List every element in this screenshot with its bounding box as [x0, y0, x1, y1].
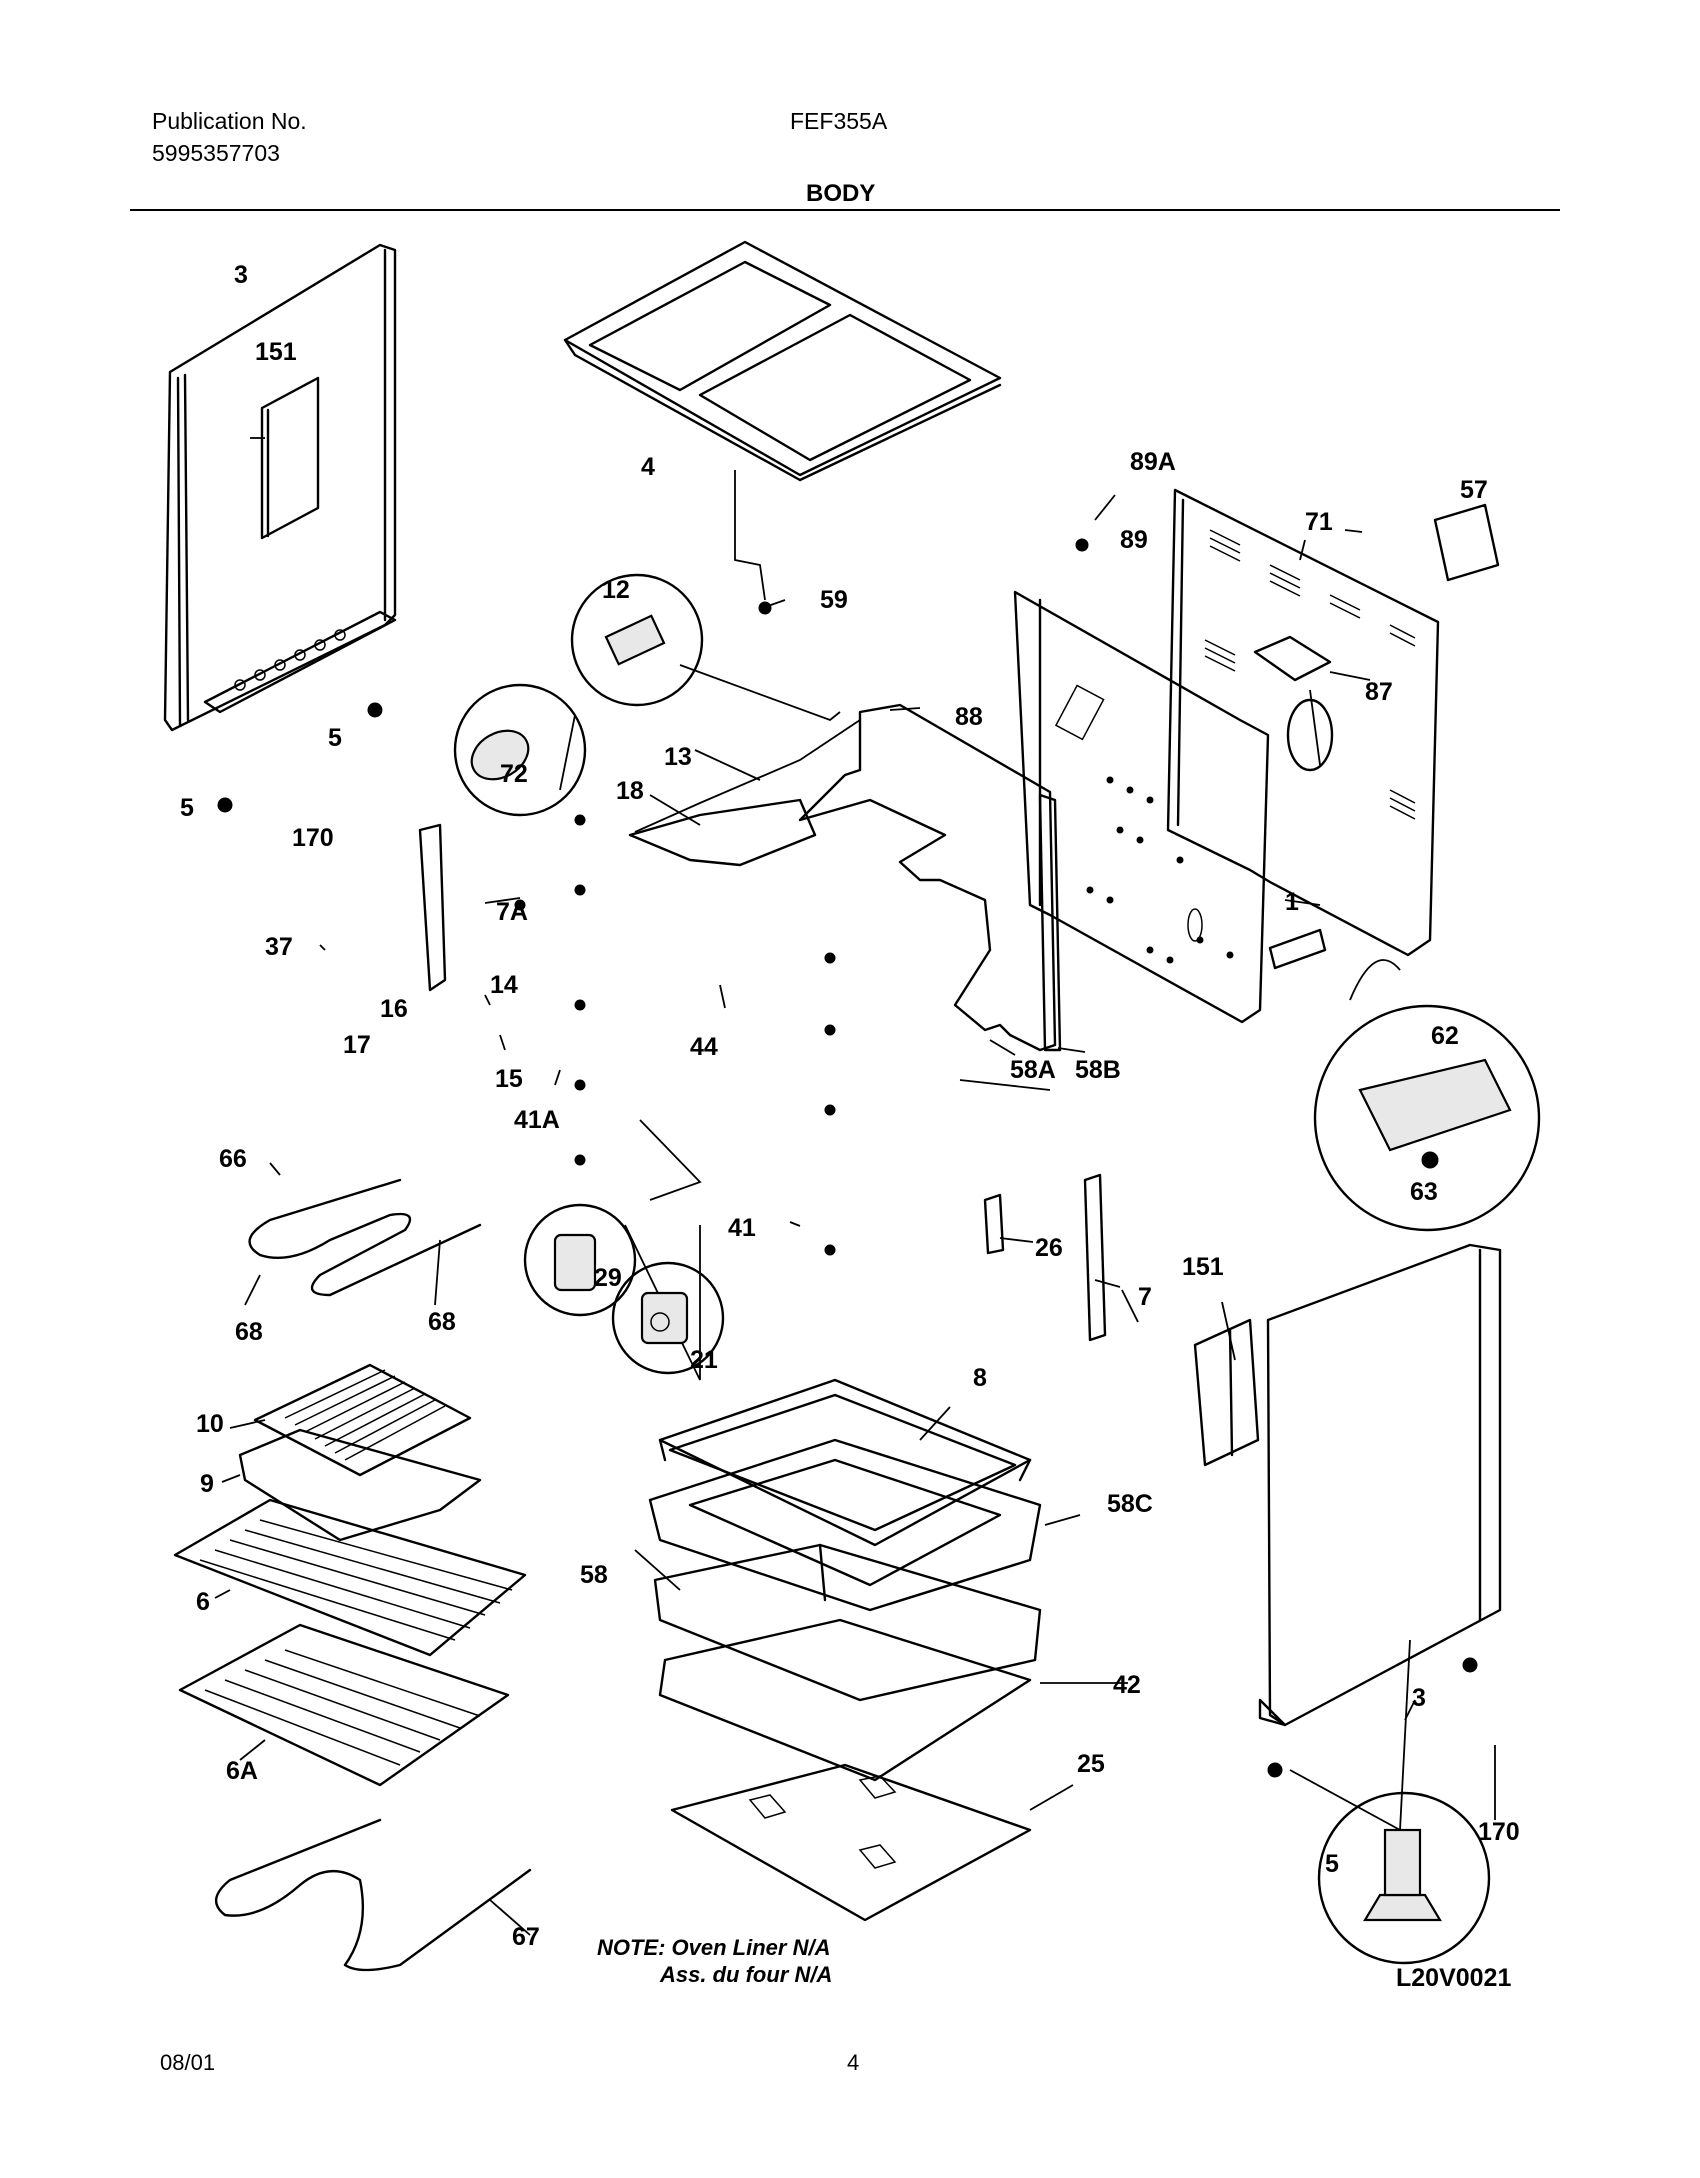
- callout-29: [523, 1203, 637, 1317]
- part-label: 58: [580, 1561, 608, 1589]
- oven-bottom: [658, 1378, 1032, 1547]
- part-label: 4: [641, 453, 655, 481]
- wire-harness: [628, 719, 861, 867]
- back-panel: [1166, 488, 1440, 957]
- part-label: 26: [1035, 1234, 1063, 1262]
- part-label: 58C: [1107, 1490, 1153, 1518]
- oven-insulation: [653, 1543, 1042, 1702]
- rating-label: [1433, 503, 1500, 582]
- part-label: 66: [219, 1145, 247, 1173]
- part-label: 15: [495, 1065, 523, 1093]
- right-side-panel: [1258, 1243, 1502, 1727]
- terminal-plate: [1253, 635, 1332, 682]
- support-plate: [658, 1618, 1032, 1782]
- part-label: 16: [380, 995, 408, 1023]
- part-label: 7A: [496, 898, 528, 926]
- callout-21: [611, 1261, 725, 1375]
- part-label: 151: [255, 338, 297, 366]
- part-label: 58A: [1010, 1056, 1056, 1084]
- part-label: 5: [180, 794, 194, 822]
- part-label: 71: [1305, 508, 1333, 536]
- footer-date: 08/01: [160, 2050, 216, 2075]
- part-label: 68: [235, 1318, 263, 1346]
- top-cover: [563, 240, 1002, 482]
- part-label: 42: [1113, 1671, 1141, 1699]
- front-frame: [798, 703, 1062, 1052]
- part-label: 62: [1431, 1022, 1459, 1050]
- part-label: 59: [820, 586, 848, 614]
- part-label: 3: [1412, 1684, 1426, 1712]
- oven-gasket: [648, 1438, 1042, 1612]
- part-label: 89A: [1130, 448, 1176, 476]
- part-label: 17: [343, 1031, 371, 1059]
- part-label: 29: [594, 1264, 622, 1292]
- part-label: 67: [512, 1923, 540, 1951]
- part-label: 21: [690, 1346, 718, 1374]
- left-side-panel: [163, 243, 397, 732]
- part-label: 72: [500, 760, 528, 788]
- kick-plate: [670, 1763, 1032, 1922]
- broil-pan-insert: [253, 1363, 472, 1477]
- broil-pan: [238, 1428, 482, 1542]
- broil-element: [248, 1178, 482, 1297]
- part-label: 14: [490, 971, 518, 999]
- part-label: 58B: [1075, 1056, 1121, 1084]
- part-label: 63: [1410, 1178, 1438, 1206]
- section-title: BODY: [806, 180, 876, 207]
- part-label: 18: [616, 777, 644, 805]
- panel-bracket-left: [260, 376, 320, 540]
- part-label: 37: [265, 933, 293, 961]
- callout-5: [1317, 1791, 1491, 1965]
- callout-62: [1313, 1004, 1541, 1232]
- oven-rack-offset: [178, 1623, 510, 1787]
- part-label: 5: [1325, 1850, 1339, 1878]
- part-label: 3: [234, 261, 248, 289]
- note-line-1: NOTE: Oven Liner N/A: [597, 1935, 831, 1960]
- hardware-screws: [217, 538, 1478, 1778]
- part-label: 44: [690, 1033, 718, 1061]
- part-label: 9: [200, 1470, 214, 1498]
- drawing-code: L20V0021: [1396, 1964, 1512, 1992]
- part-label: 5: [328, 724, 342, 752]
- part-label: 88: [955, 703, 983, 731]
- part-label: 12: [602, 576, 630, 604]
- part-label: 41A: [514, 1106, 560, 1134]
- part-label: 1: [1285, 888, 1299, 916]
- header-rule: [130, 209, 1560, 211]
- footer-page: 4: [847, 2050, 860, 2075]
- part-label: 10: [196, 1410, 224, 1438]
- part-label: 41: [728, 1214, 756, 1242]
- part-label: 151: [1182, 1253, 1224, 1281]
- callout-arrow: [1349, 959, 1401, 1001]
- hinges: [418, 823, 1107, 1342]
- part-label: 8: [973, 1364, 987, 1392]
- part-label: 7: [1138, 1283, 1152, 1311]
- part-label: 25: [1077, 1750, 1105, 1778]
- part-label: 68: [428, 1308, 456, 1336]
- publication-number: 5995357703: [152, 140, 280, 166]
- part-label: 170: [1478, 1818, 1520, 1846]
- oven-rack: [173, 1498, 527, 1657]
- callout-12: [570, 573, 704, 707]
- publication-label: Publication No.: [152, 108, 307, 134]
- terminal-block: [1268, 928, 1327, 970]
- model-number: FEF355A: [790, 108, 888, 134]
- bake-element: [215, 1818, 532, 1972]
- part-label: 170: [292, 824, 334, 852]
- note-line-2: Ass. du four N/A: [660, 1962, 833, 1987]
- part-label: 89: [1120, 526, 1148, 554]
- panel-bracket-right: [1193, 1318, 1260, 1467]
- part-label: 57: [1460, 476, 1488, 504]
- part-label: 6A: [226, 1757, 258, 1785]
- part-label: 87: [1365, 678, 1393, 706]
- part-label: 6: [196, 1588, 210, 1616]
- leader-lines: [214, 437, 1496, 1936]
- part-label: 13: [664, 743, 692, 771]
- callout-72: [453, 683, 587, 817]
